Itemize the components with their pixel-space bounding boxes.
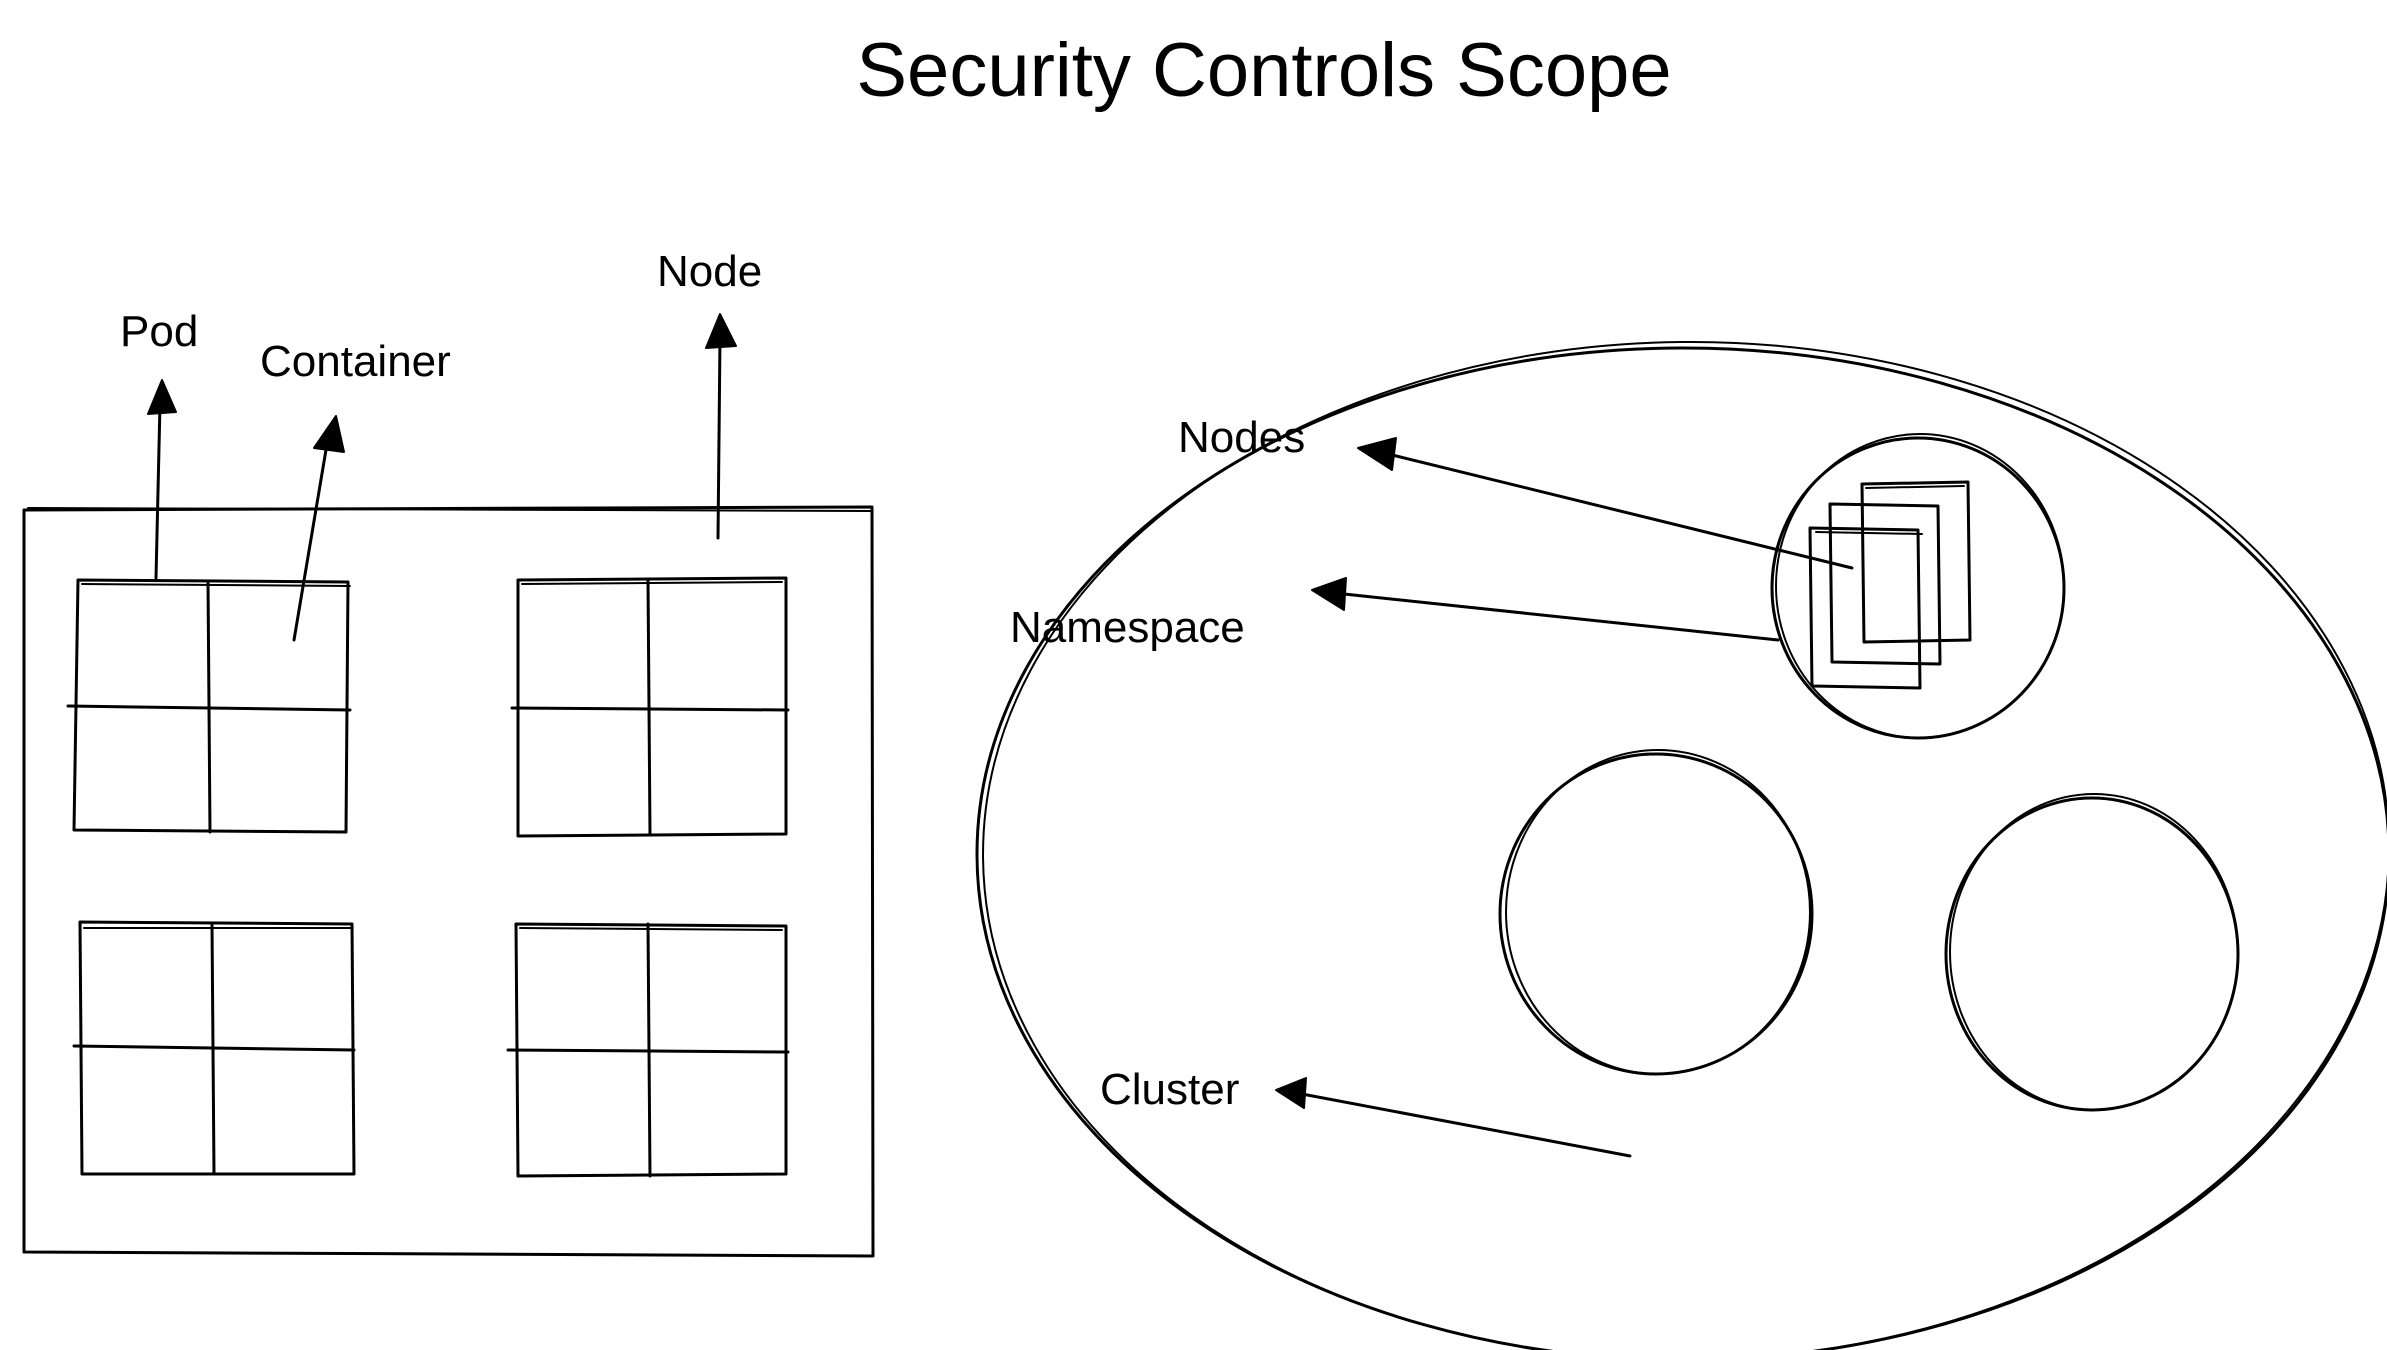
container-arrow	[292, 415, 345, 642]
pod-box-3	[72, 920, 356, 1176]
diagram-title: Security Controls Scope	[856, 28, 1671, 113]
nodes-label: Nodes	[1178, 413, 1305, 462]
node-box	[22, 505, 875, 1258]
pod-box-4	[506, 922, 790, 1178]
namespace-circle-2	[1498, 749, 1814, 1076]
pod-box-1	[66, 578, 352, 834]
cluster-circle	[975, 340, 2387, 1350]
node-arrow	[705, 313, 737, 540]
pod-arrow	[147, 379, 177, 580]
container-label: Container	[260, 337, 451, 386]
namespace-circle-3	[1944, 793, 2240, 1112]
namespace-circle-1	[1770, 433, 2066, 740]
cluster-label: Cluster	[1100, 1065, 1239, 1114]
namespace-arrow	[1311, 577, 1780, 642]
node-rect-stack	[1808, 480, 1972, 690]
pod-box-2	[510, 576, 790, 838]
nodes-arrow	[1357, 437, 1854, 570]
cluster-arrow	[1275, 1077, 1632, 1158]
namespace-label: Namespace	[1010, 603, 1245, 652]
node-label: Node	[657, 247, 762, 296]
pod-label: Pod	[120, 307, 198, 356]
